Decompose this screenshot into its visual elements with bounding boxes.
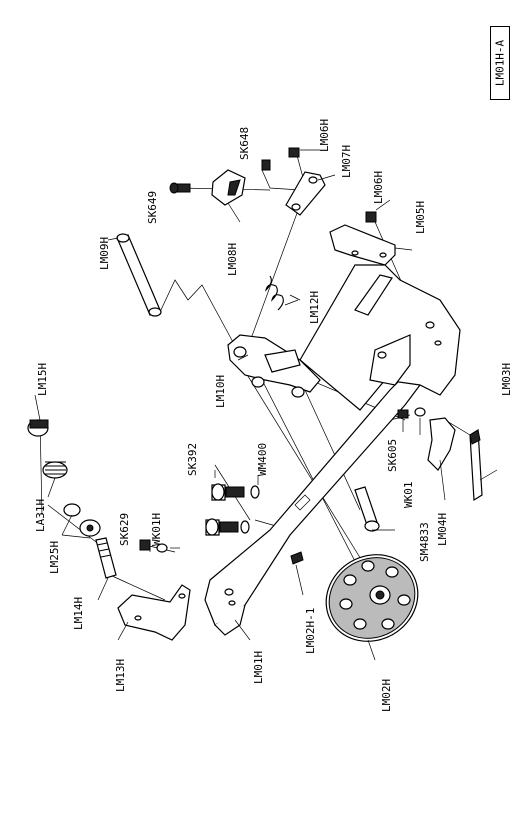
part-lm02h-pulley [325,554,419,642]
label-sm4833: SM4833 [418,522,431,562]
label-sk649: SK649 [146,191,159,224]
part-labels: LM01H LM02H LM02H-1 LM03H LM04H LM05H LM… [34,119,513,712]
label-lm02h: LM02H [380,679,393,712]
part-lm04h-clip [427,417,456,471]
part-lm03h-handle [469,428,483,502]
label-lm13h: LM13H [114,659,127,692]
label-la31h: LA31H [34,499,47,532]
part-lm14h-stud [95,537,117,579]
label-wk01: WK01 [402,482,415,509]
part-sk392-wm400 [205,483,260,536]
part-lm05h-bracket [329,224,396,266]
label-sk605: SK605 [386,439,399,472]
part-lm07h-lever [285,171,326,216]
label-lm03h: LM03H [500,363,513,396]
part-lm09h-pin [116,233,162,317]
label-lm06h-a: LM06H [318,119,331,152]
label-sk648: SK648 [238,127,251,160]
part-lm08h-block [211,169,246,206]
part-lm01h-bracket [204,374,421,636]
part-lm25h-discs [63,503,101,537]
part-lm02h-1-setscrew [290,551,304,565]
leader-lines [34,149,498,661]
label-wm400: WM400 [256,443,269,476]
label-lm07h: LM07H [340,145,353,178]
page-id-box: LM01H-A [490,26,510,100]
part-lm10h-linkage [227,334,321,398]
label-lm12h: LM12H [308,291,321,324]
part-lm13h-bracket [117,584,191,641]
label-lm06h-b: LM06H [372,171,385,204]
part-sk605-wk01 [397,407,426,419]
label-lm02h-1: LM02H-1 [304,608,317,654]
label-lm25h: LM25H [48,541,61,574]
part-screws-top [169,147,377,223]
label-sk629: SK629 [118,513,131,546]
label-lm08h: LM08H [226,243,239,276]
label-lm04h: LM04H [436,513,449,546]
label-lm09h: LM09H [98,237,111,270]
label-lm05h: LM05H [414,201,427,234]
part-sk629-wk01h [139,539,168,553]
part-sm4833-pin [354,486,380,532]
part-la31h-spring [42,461,68,479]
part-lm12h-spring [264,275,284,311]
label-wk01h: WK01H [150,513,163,546]
label-lm01h: LM01H [252,651,265,684]
label-sk392: SK392 [186,443,199,476]
label-lm15h: LM15H [36,363,49,396]
part-mount-plate [299,264,461,411]
label-lm10h: LM10H [214,375,227,408]
label-lm14h: LM14H [72,597,85,630]
part-lm15h-knob [27,419,49,437]
